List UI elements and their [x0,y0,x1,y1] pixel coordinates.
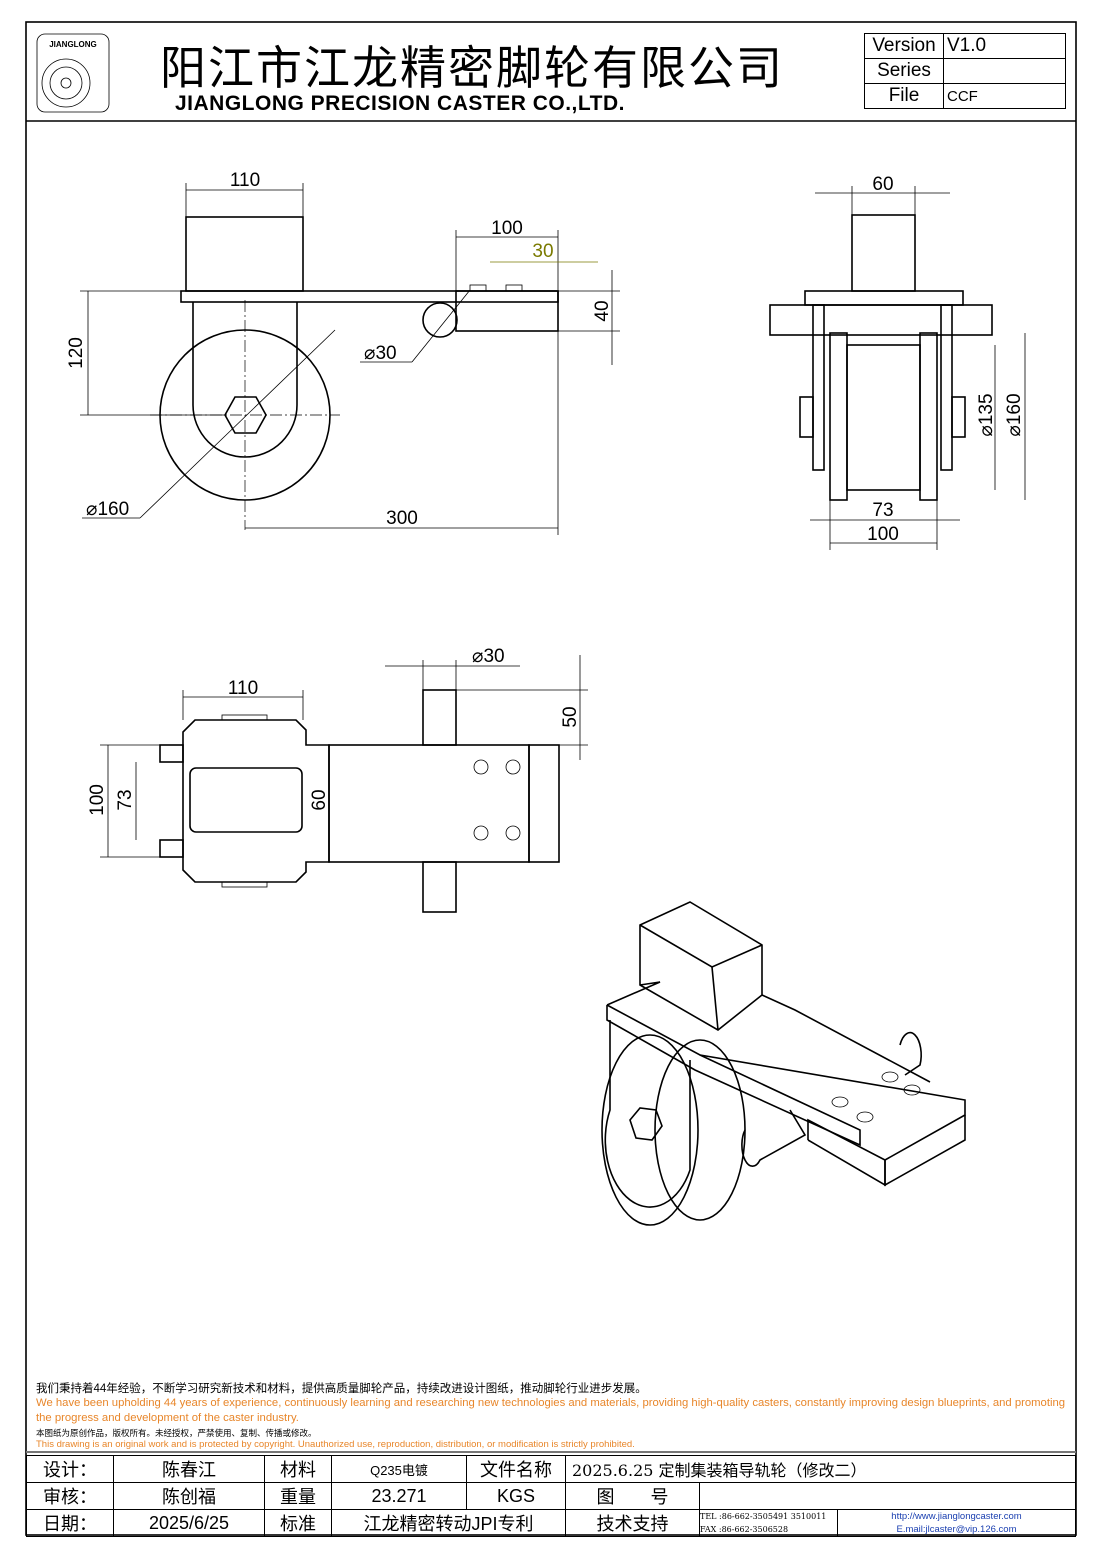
reviewer-value: 陈创福 [113,1482,265,1510]
svg-text:30: 30 [532,241,553,262]
svg-text:110: 110 [228,678,258,699]
series-row: Series [864,58,1066,84]
review-label: 审核： [26,1482,114,1510]
material-label: 材料 [264,1455,332,1483]
series-value [943,58,1066,84]
file-label: File [864,83,944,109]
designer-value: 陈春江 [113,1455,265,1483]
material-value: Q235电镀 [331,1455,467,1483]
website-link[interactable]: http://www.jianglongcaster.com [891,1511,1022,1522]
drawing-number-value [699,1482,1076,1510]
slogan-cn: 我们秉持着44年经验，不断学习研究新技术和材料，提供高质量脚轮产品，持续改进设计… [36,1383,647,1395]
side-view: 110 100 30 40 120 ⌀30 ⌀160 300 [66,170,620,535]
svg-text:40: 40 [592,300,613,321]
svg-text:73: 73 [872,500,893,521]
file-value: CCF [943,83,1066,109]
standard-label: 标准 [264,1509,332,1537]
svg-text:110: 110 [230,170,260,191]
date-value: 2025/6/25 [113,1509,265,1537]
company-logo: JIANGLONG [36,33,110,113]
svg-text:JIANGLONG: JIANGLONG [49,40,97,49]
svg-text:73: 73 [115,789,136,810]
svg-text:60: 60 [872,174,893,195]
company-name-cn: 阳江市江龙精密脚轮有限公司 [160,41,784,95]
date-label: 日期： [26,1509,114,1537]
svg-text:⌀30: ⌀30 [472,646,505,667]
fax-text: FAX :86-662-3506528 [700,1525,789,1534]
version-label: Version [864,33,944,59]
filename-value: 2025.6.25 定制集装箱导轨轮（修改二） [565,1455,1076,1483]
title-row-3: 日期： 2025/6/25 标准 江龙精密转动JPI专利 技术支持 TEL :8… [26,1509,1076,1537]
svg-text:⌀30: ⌀30 [364,343,397,364]
front-view: 60 ⌀135 ⌀160 73 100 [769,174,1026,550]
weight-label: 重量 [264,1482,332,1510]
svg-text:60: 60 [309,789,330,810]
svg-text:100: 100 [87,784,108,816]
drawing-number-label: 图 号 [565,1482,700,1510]
svg-text:120: 120 [66,337,87,369]
svg-text:100: 100 [867,524,899,545]
design-label: 设计： [26,1455,114,1483]
svg-text:50: 50 [560,706,581,727]
weight-value: 23.271 [331,1482,467,1510]
copyright-cn: 本图纸为原创作品，版权所有。未经授权，严禁使用、复制、传播或修改。 [36,1428,317,1438]
standard-value: 江龙精密转动JPI专利 [331,1509,566,1537]
version-value: V1.0 [943,33,1066,59]
weight-unit: KGS [466,1482,566,1510]
isometric-view [601,901,966,1226]
svg-text:300: 300 [386,508,418,529]
svg-text:⌀160: ⌀160 [86,499,129,520]
series-label: Series [864,58,944,84]
svg-text:⌀135: ⌀135 [976,393,997,436]
svg-text:⌀160: ⌀160 [1004,393,1025,436]
title-row-1: 设计： 陈春江 材料 Q235电镀 文件名称 2025.6.25 定制集装箱导轨… [26,1455,1076,1483]
top-view: 110 ⌀30 50 100 73 60 [87,646,588,913]
title-row-2: 审核： 陈创福 重量 23.271 KGS 图 号 [26,1482,1076,1510]
copyright-en: This drawing is an original work and is … [36,1439,635,1450]
tel-text: TEL :86-662-3505491 3510011 [700,1512,827,1521]
filename-label: 文件名称 [466,1455,566,1483]
tech-support-label: 技术支持 [565,1509,700,1537]
title-block: 设计： 陈春江 材料 Q235电镀 文件名称 2025.6.25 定制集装箱导轨… [26,1455,1076,1537]
slogan-en: We have been upholding 44 years of exper… [36,1397,1066,1424]
svg-text:100: 100 [491,218,523,239]
email-link[interactable]: E.mail:jlcaster@vip.126.com [896,1524,1017,1535]
company-name-en: JIANGLONG PRECISION CASTER CO.,LTD. [175,92,625,115]
